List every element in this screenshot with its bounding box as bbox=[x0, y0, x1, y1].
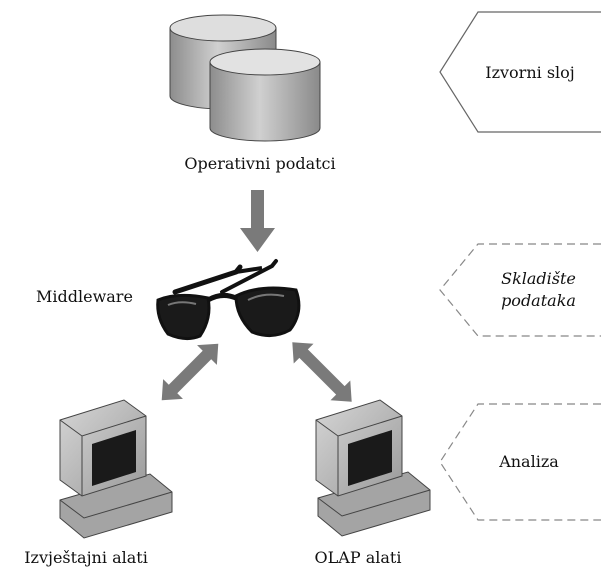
middleware-label: Middleware bbox=[36, 287, 133, 306]
layer-warehouse-line2: podataka bbox=[501, 291, 576, 310]
reporting-tools-label: Izvještajni alati bbox=[24, 548, 148, 567]
layer-source-label: Izvorni sloj bbox=[485, 63, 575, 82]
bidirectional-arrow-left-icon bbox=[161, 343, 219, 401]
desktop-computer-icon-right bbox=[315, 399, 431, 537]
sunglasses-icon bbox=[156, 259, 301, 341]
layer-warehouse-label: Skladište podataka bbox=[476, 268, 601, 312]
layer-analysis-shape bbox=[439, 403, 601, 521]
database-cylinder-icon-front bbox=[209, 48, 321, 142]
layer-warehouse-line1: Skladište bbox=[501, 269, 576, 288]
layer-warehouse-shape bbox=[439, 243, 601, 337]
layer-analysis-label: Analiza bbox=[499, 452, 559, 471]
layer-source-shape bbox=[439, 11, 601, 133]
bidirectional-arrow-right-icon bbox=[292, 342, 352, 402]
down-arrow-icon bbox=[240, 190, 275, 252]
desktop-computer-icon-left bbox=[59, 399, 173, 539]
source-data-label: Operativni podatci bbox=[184, 154, 336, 173]
olap-tools-label: OLAP alati bbox=[314, 548, 402, 567]
